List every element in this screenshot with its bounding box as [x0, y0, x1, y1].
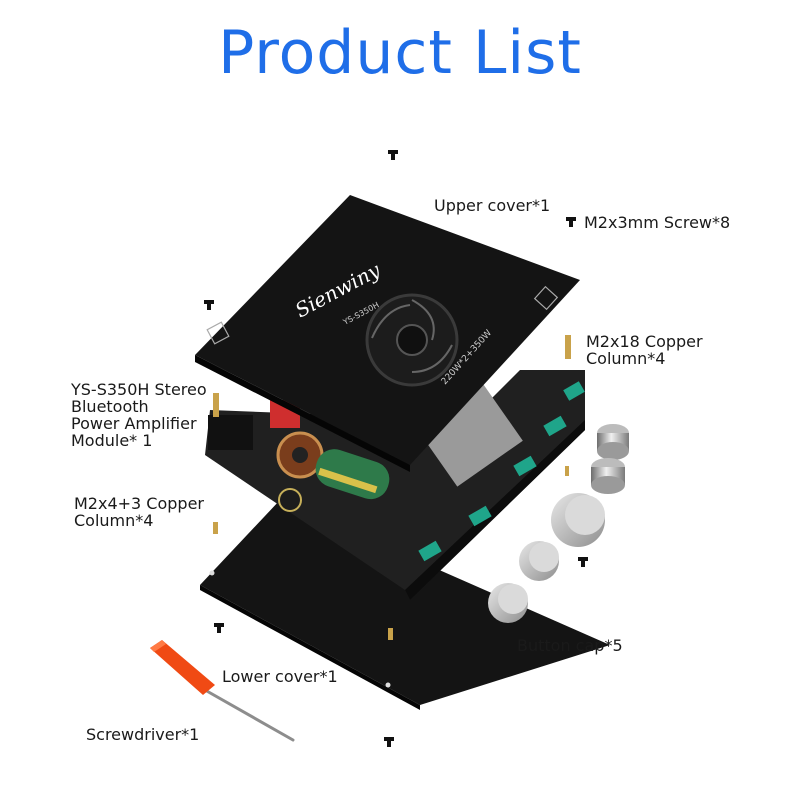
copper-columns: [213, 335, 571, 640]
screw-label: M2x3mm Screw*8: [584, 213, 731, 232]
screw-icon: [566, 217, 576, 227]
lower-cover-label: Lower cover*1: [222, 667, 338, 686]
screwdriver-icon: [150, 640, 295, 742]
m2x4-column-label: M2x4+3 Copper Column*4: [74, 495, 204, 529]
button-cap-label: Button cap*5: [517, 636, 623, 655]
button-cap: [591, 458, 625, 494]
screw-icon: [204, 300, 214, 310]
m2x18-column-label: M2x18 Copper Column*4: [586, 333, 703, 367]
m2x4-line-2: Column*4: [74, 511, 154, 530]
module-line-1: YS-S350H Stereo: [71, 380, 207, 399]
button-cap: [551, 493, 605, 547]
m2x18-line-1: M2x18 Copper: [586, 332, 703, 351]
upper-cover-label: Upper cover*1: [434, 196, 551, 215]
button-cap: [597, 424, 629, 460]
page-title: Product List: [218, 18, 582, 88]
module-line-3: Power Amplifier: [71, 414, 197, 433]
button-cap: [488, 583, 528, 623]
amplifier-module: [205, 370, 585, 600]
upper-cover: Sienwiny YS-S350H 220W*2+350W: [195, 195, 580, 472]
module-line-2: Bluetooth: [71, 397, 149, 416]
button-caps: [488, 424, 629, 623]
screw-icon: [388, 150, 398, 160]
module-label: YS-S350H Stereo Bluetooth Power Amplifie…: [71, 381, 207, 449]
module-line-4: Module* 1: [71, 431, 153, 450]
screws: [204, 150, 588, 747]
screw-icon: [214, 623, 224, 633]
screwdriver-label: Screwdriver*1: [86, 725, 200, 744]
screw-icon: [578, 557, 588, 567]
m2x4-line-1: M2x4+3 Copper: [74, 494, 204, 513]
button-cap: [519, 541, 559, 581]
lower-cover: [200, 500, 610, 710]
m2x18-line-2: Column*4: [586, 349, 666, 368]
screw-icon: [384, 737, 394, 747]
